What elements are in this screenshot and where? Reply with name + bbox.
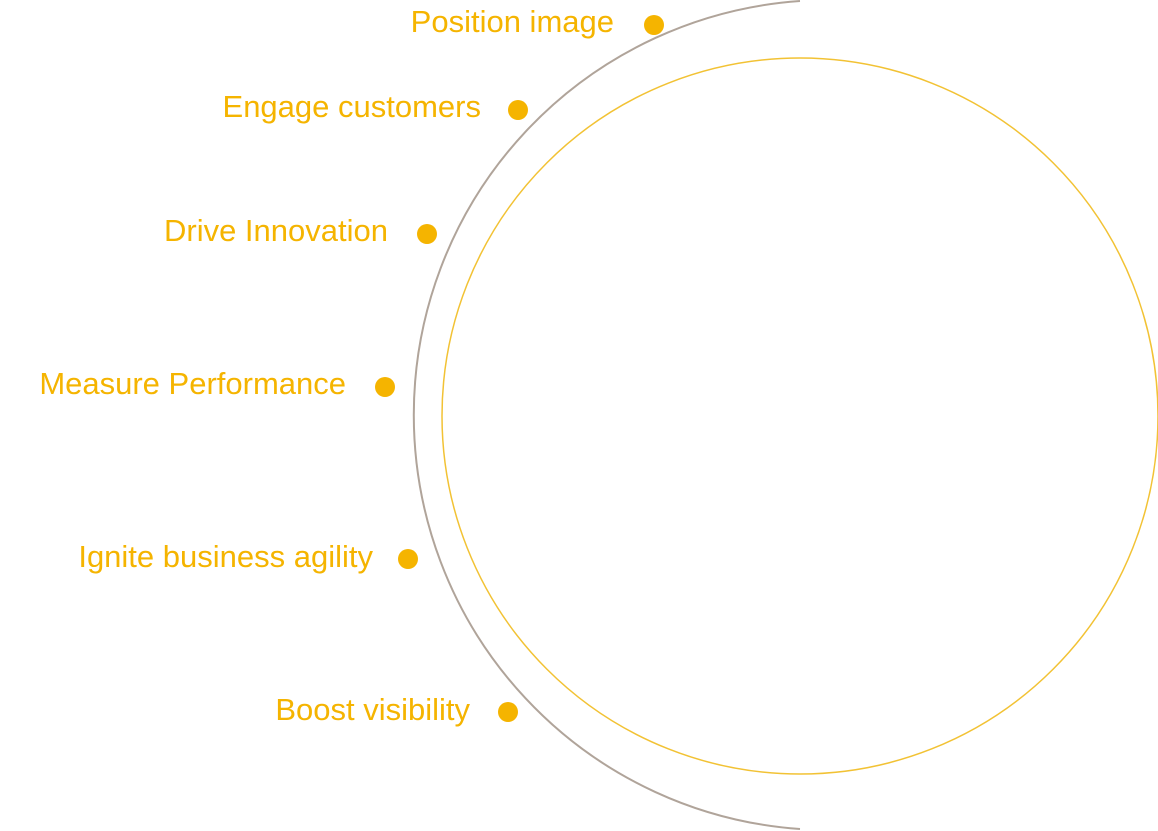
item-marker-dot <box>508 100 528 120</box>
outer-arc <box>412 0 801 830</box>
item-label: Position image <box>411 4 614 39</box>
item-label: Boost visibility <box>275 692 470 727</box>
item-marker-dot <box>398 549 418 569</box>
item-label: Measure Performance <box>39 366 346 401</box>
item-measure-performance: Measure Performance <box>39 366 395 401</box>
inner-circle <box>441 57 1158 775</box>
item-marker-dot <box>417 224 437 244</box>
item-engage-customers: Engage customers <box>223 89 528 124</box>
item-boost-visibility: Boost visibility <box>275 692 518 727</box>
item-drive-innovation: Drive Innovation <box>164 213 437 248</box>
item-label: Engage customers <box>223 89 481 124</box>
item-label: Ignite business agility <box>78 539 373 574</box>
item-marker-dot <box>498 702 518 722</box>
item-position-image: Position image <box>411 4 664 39</box>
item-ignite-business-agility: Ignite business agility <box>78 539 418 574</box>
item-marker-dot <box>375 377 395 397</box>
item-marker-dot <box>644 15 664 35</box>
item-label: Drive Innovation <box>164 213 388 248</box>
